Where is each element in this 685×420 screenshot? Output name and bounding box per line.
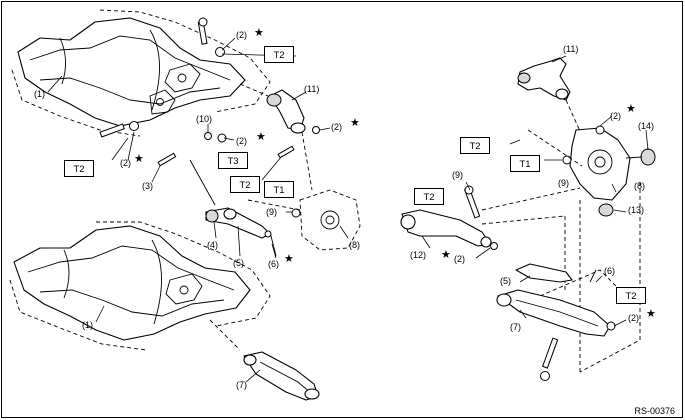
callout-2-f: (2) (454, 254, 465, 264)
bolt-set-upper (99, 17, 301, 218)
upper-arm-left (239, 83, 320, 191)
torque-label-t1-left: T1 (264, 181, 294, 198)
lateral-link-right (515, 263, 597, 283)
torque-label-t2-top: T2 (264, 46, 294, 63)
callout-9-c: (9) (452, 170, 463, 180)
callout-2-g: (2) (628, 313, 639, 323)
torque-label-t3: T3 (218, 152, 248, 169)
trailing-link-right (400, 185, 498, 250)
torque-label-t2-right-low: T2 (616, 287, 646, 304)
callout-5-left: (5) (233, 258, 244, 268)
callout-11-left: (11) (304, 84, 320, 94)
star-marker-7: ★ (441, 249, 451, 261)
torque-label-t1-right: T1 (510, 155, 540, 172)
callout-9-a: (9) (266, 207, 277, 217)
star-marker-2: ★ (350, 117, 360, 129)
star-marker-4: ★ (134, 153, 144, 165)
callout-10: (10) (196, 114, 213, 124)
callout-1-upper: (1) (34, 89, 45, 99)
callout-5-right: (5) (500, 276, 511, 286)
callout-6-left: (6) (268, 259, 279, 269)
star-marker-1: ★ (254, 27, 264, 39)
callout-8-right: (8) (634, 181, 645, 191)
knuckle-right (562, 125, 656, 217)
callout-2-d: (2) (120, 158, 131, 168)
rear-subframe-upper (11, 9, 271, 137)
lower-arm-right (496, 289, 616, 381)
callout-12: (12) (410, 250, 427, 260)
leader-lines (47, 37, 649, 383)
callout-4: (4) (207, 240, 218, 250)
callout-2-c: (2) (236, 136, 247, 146)
callout-3: (3) (142, 181, 153, 191)
torque-label-t2-right-top: T2 (460, 137, 490, 154)
callout-2-a: (2) (236, 30, 247, 40)
knuckle-left (247, 189, 361, 251)
callout-9-b: (9) (558, 178, 569, 188)
lower-arm-left (243, 351, 320, 401)
callout-1-lower: (1) (82, 320, 93, 330)
callout-7-right: (7) (510, 322, 521, 332)
upper-arm-right (517, 57, 585, 141)
callout-7-left: (7) (236, 380, 247, 390)
callout-6-right: (6) (604, 266, 615, 276)
figure-code: RS-00376 (634, 406, 675, 416)
torque-label-t2-mid: T2 (230, 176, 260, 193)
star-marker-6: ★ (626, 103, 636, 115)
star-marker-5: ★ (284, 253, 294, 265)
lateral-link-left (189, 159, 277, 257)
callout-2-e: (2) (610, 111, 621, 121)
torque-label-t2-left: T2 (64, 160, 94, 177)
callout-11-right: (11) (563, 44, 579, 54)
rear-subframe-lower (9, 221, 271, 351)
callout-2-b: (2) (331, 122, 342, 132)
callout-14: (14) (638, 121, 655, 131)
callout-13: (13) (628, 205, 645, 215)
torque-label-t2-right-mid: T2 (414, 188, 444, 205)
star-marker-3: ★ (256, 131, 266, 143)
star-marker-8: ★ (646, 308, 656, 320)
callout-8-left: (8) (349, 240, 360, 250)
